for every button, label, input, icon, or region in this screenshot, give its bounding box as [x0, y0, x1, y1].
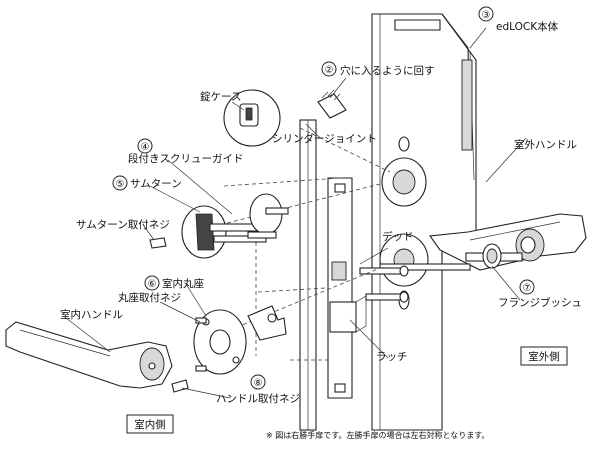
through-screws	[359, 265, 409, 303]
marker-2: ②	[325, 65, 334, 76]
rose-spring	[247, 305, 287, 341]
thumbturn-knob	[195, 213, 215, 251]
label-thumbturn: サムターン	[130, 178, 182, 190]
label-outer-handle: 室外ハンドル	[514, 138, 577, 151]
label-thumbturn-screw: サムターン取付ネジ	[76, 218, 170, 231]
label-inside-side: 室内側	[134, 418, 166, 431]
spindle	[379, 263, 471, 271]
inner-handle	[5, 321, 189, 393]
lock-case-cover	[223, 89, 281, 147]
label-outside-side: 室外側	[528, 350, 560, 363]
marker-8: ⑧	[254, 378, 263, 389]
part-labels: edLOCK本体 室外ハンドル フランジブッシュ デッド ラッチ 穴に入るように…	[60, 20, 582, 405]
label-edlock-body: edLOCK本体	[496, 20, 559, 33]
dead-bolt	[331, 261, 347, 281]
label-inner-handle: 室内ハンドル	[60, 308, 123, 321]
label-screw-guide: 段付きスクリューガイド	[128, 152, 244, 165]
number-markers: ③ ② ④ ⑤ ⑥ ⑦ ⑧	[112, 6, 535, 390]
inner-rose-assembly	[193, 305, 287, 375]
thumbturn-screw	[149, 237, 167, 249]
marker-3: ③	[482, 10, 491, 21]
label-latch: ラッチ	[376, 351, 408, 363]
body-hole-top	[398, 136, 410, 152]
label-dead: デッド	[382, 230, 414, 243]
latch-bolt	[329, 301, 357, 333]
marker-4: ④	[141, 142, 150, 153]
marker-5: ⑤	[116, 179, 125, 190]
label-inner-rose: 室内丸座	[162, 277, 204, 290]
marker-6: ⑥	[148, 279, 157, 290]
thumbturn-assembly	[149, 193, 289, 259]
body-edge-strip	[461, 59, 473, 151]
label-flange-bush: フランジブッシュ	[498, 296, 582, 309]
lock-case-mortise	[299, 119, 367, 431]
handle-screw	[171, 379, 189, 393]
marker-7: ⑦	[523, 283, 532, 294]
label-rose-screw: 丸座取付ネジ	[118, 291, 181, 304]
leader-lines	[65, 27, 527, 399]
flange-bush	[379, 243, 523, 271]
footnote: ※ 図は右勝手扉です。左勝手扉の場合は左右対称となります。	[266, 430, 489, 440]
cylinder-joint	[299, 89, 391, 173]
label-insert-hole: 穴に入るように回す	[340, 64, 435, 77]
label-cylinder-joint: シリンダージョイント	[272, 132, 377, 145]
label-lock-case: 錠ケース	[200, 90, 241, 103]
side-labels: 室外側 室内側	[126, 346, 568, 434]
label-handle-screw: ハンドル取付ネジ	[216, 392, 300, 405]
